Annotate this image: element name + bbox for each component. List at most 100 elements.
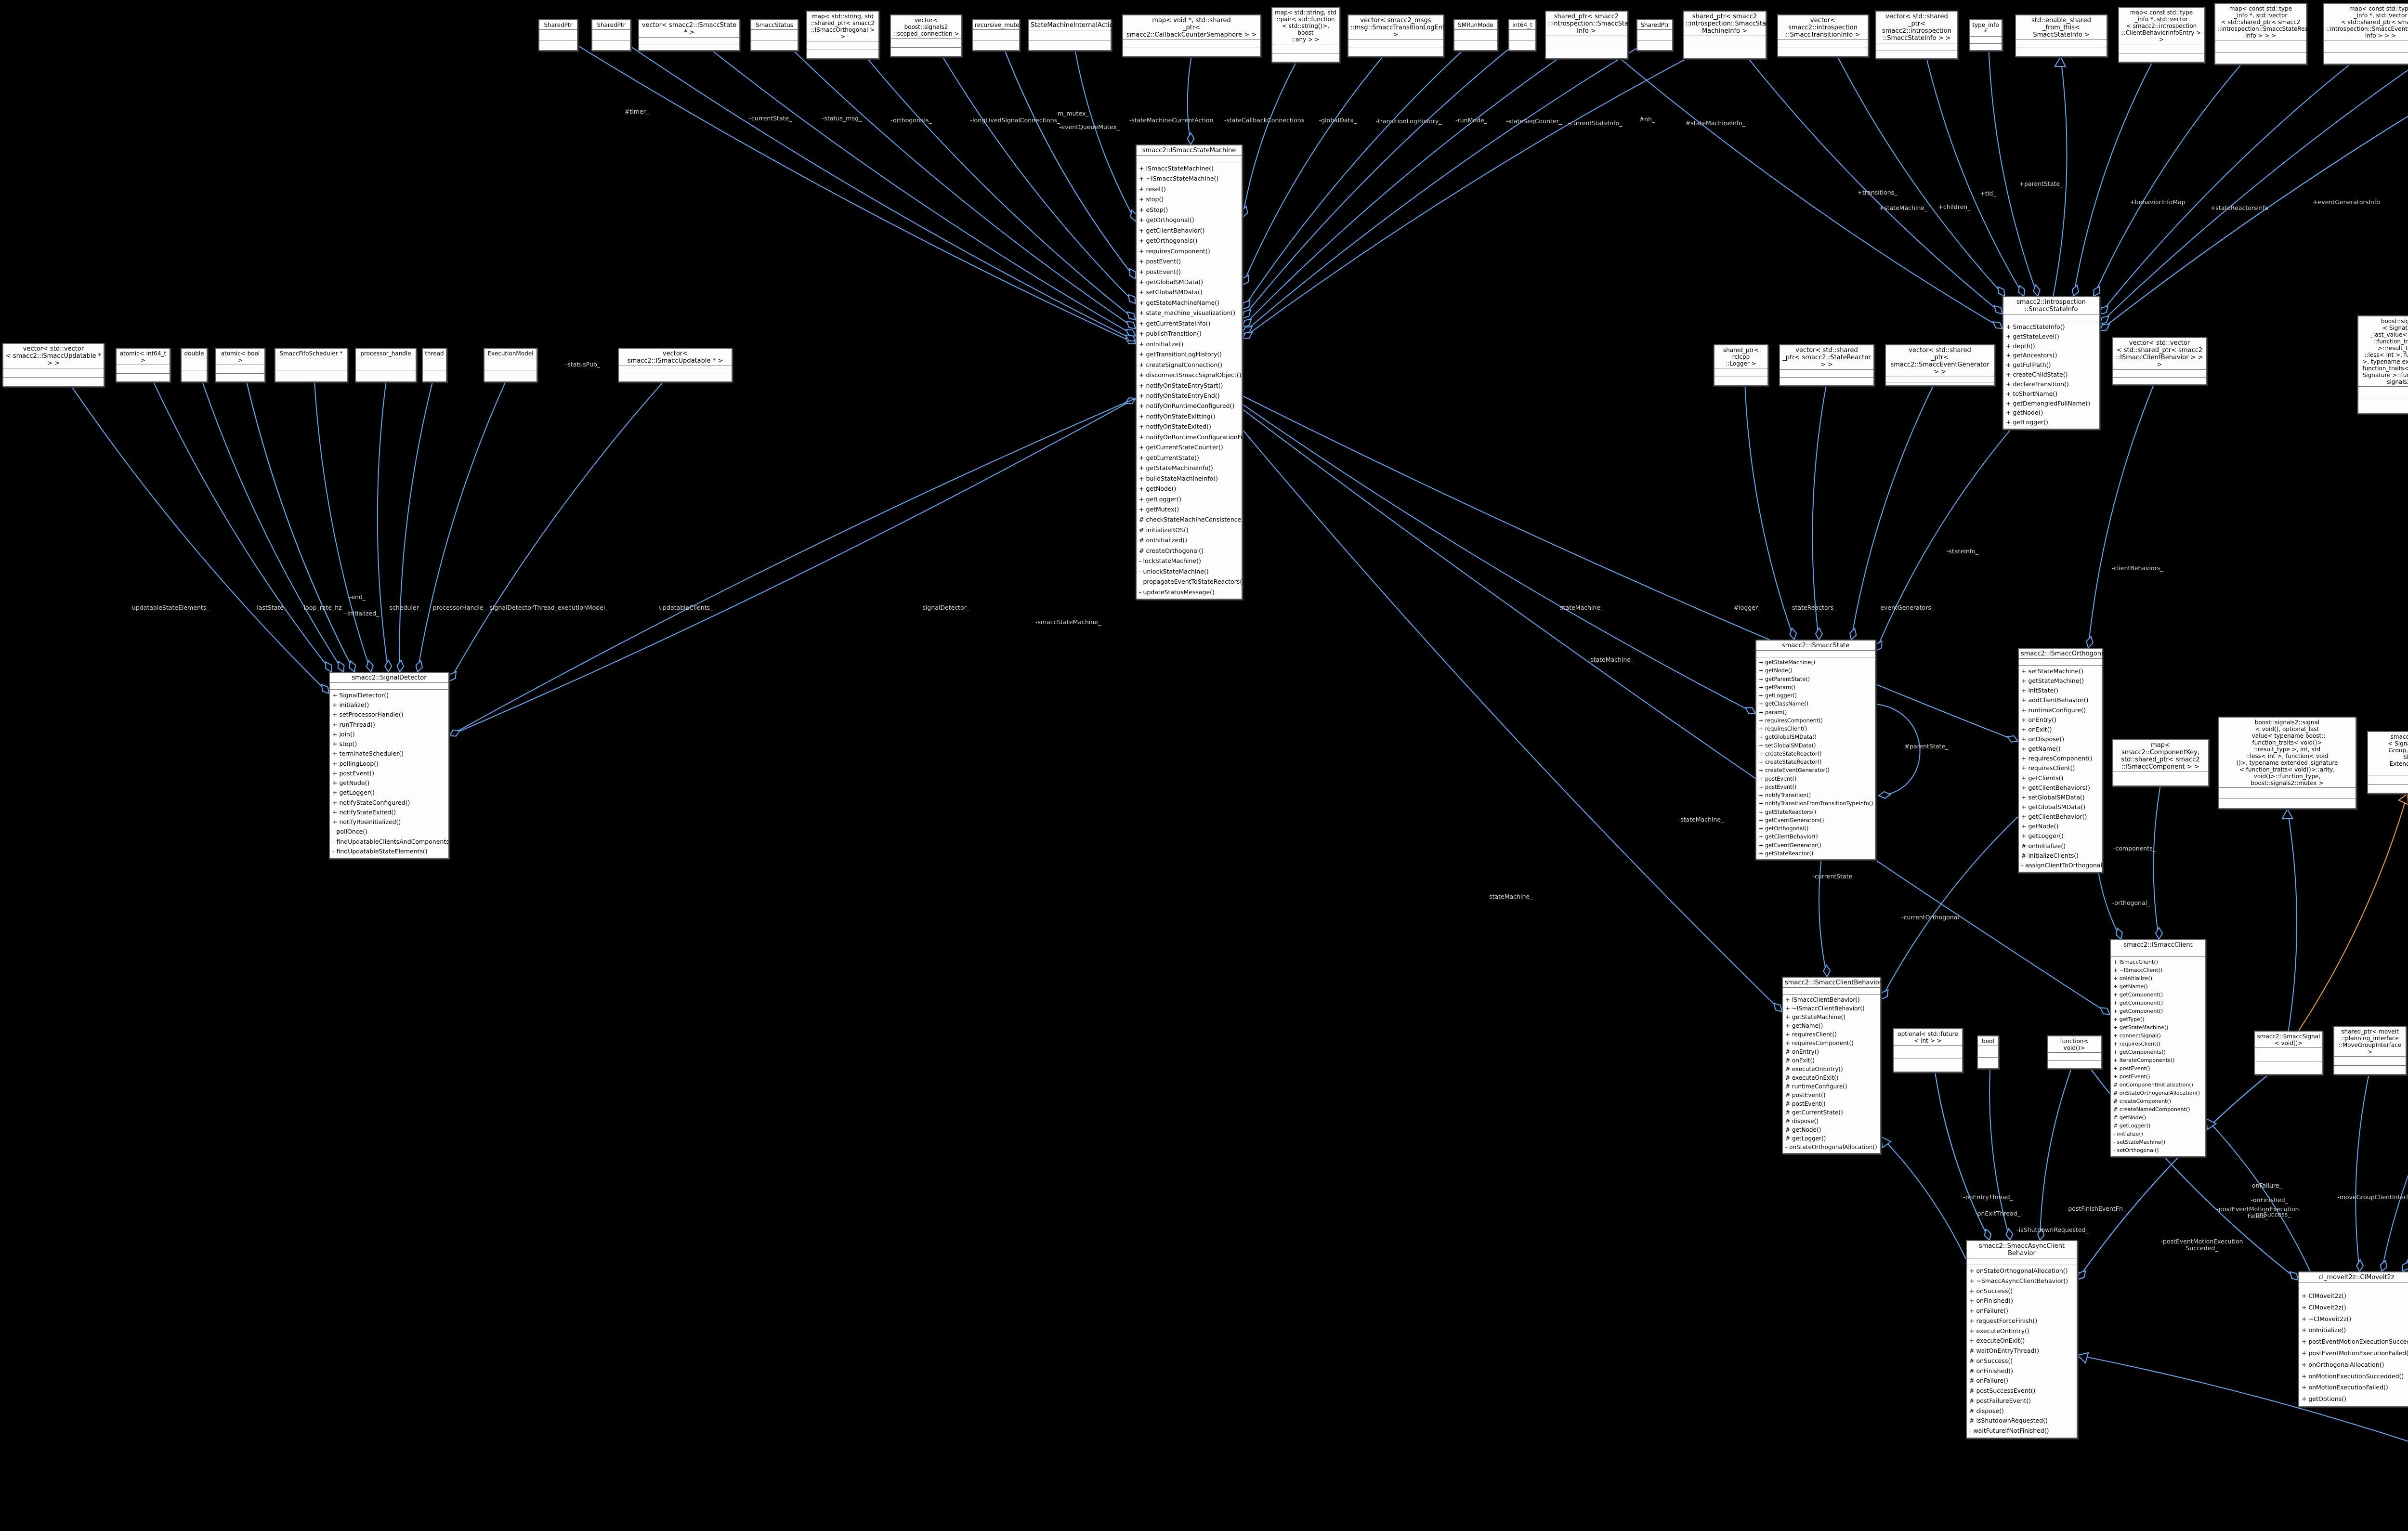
edge-marker: [2402, 1261, 2408, 1272]
member-row: + setGlobalSMData(): [2021, 793, 2085, 801]
class-node-sharedptr3[interactable]: SharedPtr: [1636, 19, 1673, 51]
methods-compartment: [751, 40, 798, 51]
class-node-map-component[interactable]: map< smacc2::ComponentKey, std::shared_p…: [2112, 739, 2209, 786]
class-node-sp-logger[interactable]: shared_ptr< rclcpp ::Logger >: [1714, 344, 1768, 386]
class-title: boost::signals2::signal < Signature, opt…: [2358, 316, 2408, 387]
member-row: + getAncestors(): [2006, 352, 2057, 359]
class-node-sharedptr2[interactable]: SharedPtr: [591, 19, 631, 51]
member-row: + getCurrentStateInfo(): [1139, 319, 1211, 327]
methods-compartment: [619, 374, 732, 382]
member-row: # onInitialize(): [2021, 842, 2066, 850]
member-row: + getEventGenerator(): [1759, 842, 1821, 849]
class-node-map-globaldata[interactable]: map< std::string, std ::pair< std::funct…: [1271, 7, 1340, 63]
edge-marker: [2099, 1007, 2111, 1015]
class-node-sharedptr1[interactable]: SharedPtr: [538, 19, 578, 51]
class-node-ISmaccStateMachine[interactable]: smacc2::ISmaccStateMachine+ ISmaccStateM…: [1136, 144, 1243, 600]
member-row: # postSuccessEvent(): [1969, 1387, 2036, 1395]
methods-compartment: [275, 370, 347, 382]
class-title: optional< std::future < int > >: [1894, 1029, 1962, 1046]
class-title: SharedPtr: [1637, 20, 1672, 30]
class-node-map-cb-semaphore[interactable]: map< void *, std::shared _ptr< smacc2::C…: [1122, 14, 1261, 57]
class-node-boost-signal-void[interactable]: boost::signals2::signal < void(), option…: [2218, 717, 2356, 809]
member-row: # runtimeConfigure(): [1785, 1083, 1847, 1090]
member-row: + executeOnExit(): [1969, 1337, 2025, 1345]
class-node-ClMoveit2z[interactable]: cl_moveit2z::ClMoveit2z+ ClMoveit2z()+ C…: [2298, 1271, 2408, 1407]
class-node-function-void[interactable]: function< void()>: [2047, 1035, 2102, 1069]
class-node-sm-internal-action[interactable]: StateMachineInternalAction: [1028, 19, 1117, 51]
class-node-smaccstatus[interactable]: SmaccStatus: [750, 19, 798, 51]
class-node-ISmaccClient[interactable]: smacc2::ISmaccClient+ ISmaccClient()+ ~I…: [2110, 939, 2206, 1157]
member-row: + notifyStateExited(): [332, 808, 396, 816]
edge-marker: [325, 661, 332, 673]
class-node-enable-shared[interactable]: std::enable_shared _from_this< SmaccStat…: [2015, 14, 2107, 57]
class-node-type-info[interactable]: type_info *: [1969, 19, 2002, 51]
edge-marker: [2099, 305, 2109, 315]
edge-SmaccAsyncClientBehavior-ISmaccClientBehavior: [1881, 1136, 1966, 1259]
class-node-vec-eventgen[interactable]: vector< std::shared _ptr< smacc2::SmaccE…: [1885, 344, 1995, 386]
member-row: + getFullPath(): [2006, 361, 2051, 369]
class-node-map-orthogonals[interactable]: map< std::string, std ::shared_ptr< smac…: [806, 11, 879, 59]
member-row: + getGlobalSMData(): [1139, 278, 1204, 286]
attributes-compartment: [1137, 156, 1242, 162]
edge-marker: [2099, 323, 2110, 331]
class-node-vec-ismaccstate[interactable]: vector< smacc2::ISmaccState * >: [638, 19, 740, 51]
member-row: + param(): [1759, 709, 1787, 716]
attributes-compartment: [2113, 772, 2208, 779]
class-node-smrunmode[interactable]: SMRunMode: [1453, 19, 1498, 51]
edge-SignalDetector-ISmaccStateMachine: [449, 398, 1136, 736]
class-node-atomic-int64[interactable]: atomic< int64_t >: [116, 348, 170, 382]
class-node-vec-vec-cb[interactable]: vector< std::vector < std::shared_ptr< s…: [2112, 337, 2207, 385]
class-node-SmaccAsyncClientBehavior[interactable]: smacc2::SmaccAsyncClient Behavior+ onSta…: [1966, 1240, 2078, 1439]
class-node-vec-translog[interactable]: vector< smacc2_msgs ::msg::SmaccTransiti…: [1348, 14, 1451, 57]
member-row: + ClMoveit2z(): [2302, 1303, 2346, 1311]
class-node-bool[interactable]: bool: [1977, 1035, 1999, 1069]
class-node-map-srinfo[interactable]: map< const std::type _info *, std::vecto…: [2214, 3, 2319, 65]
attributes-compartment: [539, 30, 577, 40]
class-node-ISmaccClientBehavior[interactable]: smacc2::ISmaccClientBehavior+ ISmaccClie…: [1782, 977, 1882, 1154]
attributes-compartment: [1509, 30, 1535, 40]
class-node-thread[interactable]: thread: [422, 348, 447, 382]
attributes-compartment: [2119, 44, 2204, 53]
member-row: + requiresComponent(): [2021, 755, 2093, 762]
class-node-ISmaccState[interactable]: smacc2::ISmaccState+ getStateMachine()+ …: [1755, 640, 1876, 860]
class-node-SmaccSignal-void[interactable]: smacc2::SmaccSignal < void()>: [2254, 1031, 2323, 1075]
class-node-optional-future[interactable]: optional< std::future < int > >: [1893, 1028, 1963, 1073]
class-node-double[interactable]: double: [181, 348, 208, 382]
class-node-processor-handle[interactable]: processor_handle: [355, 348, 417, 382]
class-node-vec-statereactor[interactable]: vector< std::shared _ptr< smacc2::StateR…: [1779, 344, 1874, 386]
class-node-boost-signal-sig[interactable]: boost::signals2::signal < Signature, opt…: [2357, 315, 2408, 414]
class-node-vec-vec-updatable[interactable]: vector< std::vector < smacc2::ISmaccUpda…: [2, 343, 105, 387]
class-title: vector< std::shared _ptr< smacc2::StateR…: [1780, 345, 1873, 370]
class-title: processor_handle: [356, 349, 416, 358]
class-node-sp-sminfo[interactable]: shared_ptr< smacc2 ::introspection::Smac…: [1683, 11, 1772, 59]
member-row: + createEventGenerator(): [1759, 767, 1830, 774]
attributes-compartment: [182, 358, 207, 370]
member-row: + publishTransition(): [1139, 330, 1202, 338]
class-node-vec-updatable[interactable]: vector< smacc2::ISmaccUpdatable * >: [618, 348, 733, 382]
class-node-SmaccSignal-template[interactable]: smacc2::SmaccSignal < Signature, Combine…: [2367, 731, 2408, 794]
edge-marker: [1984, 1228, 1992, 1241]
class-node-SignalDetector[interactable]: smacc2::SignalDetector+ SignalDetector()…: [329, 672, 449, 859]
edge-marker: [366, 659, 374, 673]
edge-marker: [2018, 284, 2026, 297]
methods-compartment: [484, 370, 537, 382]
class-node-sp-movegroup[interactable]: shared_ptr< moveit ::planning_interface …: [2333, 1026, 2407, 1075]
class-node-vec-scoped-conn[interactable]: vector< boost::signals2 ::scoped_connect…: [890, 14, 962, 57]
class-node-int64[interactable]: int64_t: [1508, 19, 1536, 51]
class-node-execution-model[interactable]: ExecutionModel: [484, 348, 537, 382]
class-node-SmaccStateInfo[interactable]: smacc2::introspection ::SmaccStateInfo+ …: [2002, 296, 2100, 430]
methods-compartment: + setStateMachine()+ getStateMachine()+ …: [2019, 666, 2102, 872]
class-node-ISmaccOrthogonal[interactable]: smacc2::ISmaccOrthogonal+ setStateMachin…: [2018, 648, 2107, 873]
edge-ISmaccOrthogonal-ISmaccClientBehavior: [1881, 816, 2018, 1000]
methods-compartment: [592, 40, 630, 51]
class-node-fifo-scheduler[interactable]: SmaccFifoScheduler *: [275, 348, 348, 382]
class-node-vec-transinfo[interactable]: vector< smacc2::introspection ::SmaccTra…: [1777, 14, 1869, 57]
class-node-map-cbinfo[interactable]: map< const std::type _info *, std::vecto…: [2118, 7, 2205, 63]
class-node-sp-stateinfo[interactable]: shared_ptr< smacc2 ::introspection::Smac…: [1545, 11, 1635, 59]
class-node-recursive-mutex[interactable]: recursive_mutex: [972, 19, 1023, 51]
class-node-vec-sp-stateinfo[interactable]: vector< std::shared _ptr< smacc2::intros…: [1875, 11, 1958, 59]
methods-compartment: [1123, 48, 1260, 56]
class-node-atomic-bool[interactable]: atomic< bool >: [215, 348, 265, 382]
class-node-map-eginfo[interactable]: map< const std::type _info *, std::vecto…: [2323, 3, 2408, 65]
member-row: + initialize(): [332, 701, 369, 709]
